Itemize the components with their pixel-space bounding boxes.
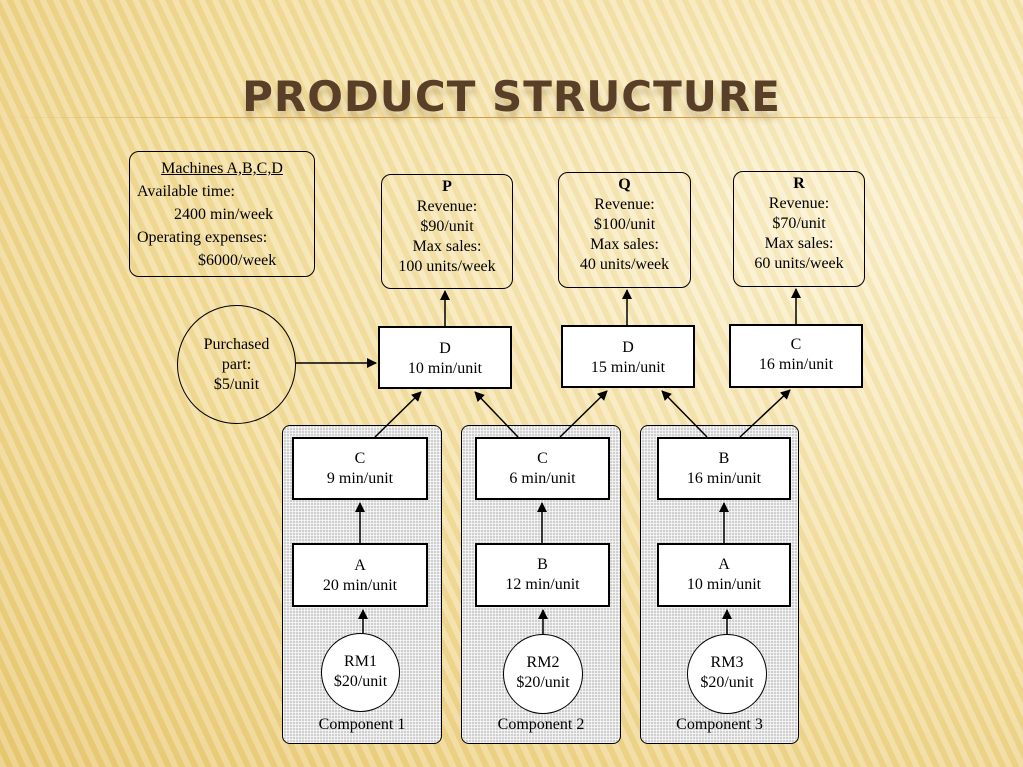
machine-label: C	[354, 450, 366, 467]
component-2-upper-box: C 6 min/unit	[475, 437, 610, 500]
purchased-label: Purchased	[203, 336, 270, 353]
product-r-box: R Revenue: $70/unit Max sales: 60 units/…	[733, 171, 865, 287]
machine-time: 12 min/unit	[505, 576, 580, 593]
machine-label: C	[537, 450, 548, 467]
revenue-label: Revenue:	[768, 195, 830, 212]
raw-material-cost: $20/unit	[700, 674, 754, 691]
machine-label: B	[718, 450, 730, 467]
max-sales-label: Max sales:	[590, 236, 659, 253]
revenue-value: $100/unit	[593, 216, 656, 233]
raw-material-name: RM1	[344, 653, 377, 670]
raw-material-cost: $20/unit	[516, 674, 570, 691]
component-2-label: Component 2	[497, 716, 585, 733]
raw-material-3-circle: RM3 $20/unit	[687, 634, 767, 714]
max-sales-label: Max sales:	[412, 238, 482, 255]
machines-heading: Machines A,B,C,D	[161, 160, 283, 177]
purchased-part-label: part:	[221, 356, 252, 373]
component-1-label: Component 1	[318, 716, 406, 733]
arrow-comp3-to-c	[739, 389, 791, 438]
arrow-comp2-to-dq	[559, 390, 608, 438]
operating-expenses-value: $6000/week	[198, 252, 277, 269]
assembly-box-p: D 10 min/unit	[378, 326, 512, 389]
purchased-cost: $5/unit	[213, 376, 260, 393]
assembly-box-q: D 15 min/unit	[561, 325, 695, 388]
arrow-comp3-to-dq	[661, 390, 708, 438]
product-p-box: P Revenue: $90/unit Max sales: 100 units…	[381, 174, 513, 289]
max-sales-label: Max sales:	[764, 235, 834, 252]
raw-material-2-circle: RM2 $20/unit	[503, 634, 583, 714]
assembly-box-r: C 16 min/unit	[729, 324, 863, 388]
machine-label: A	[354, 557, 366, 574]
revenue-value: $90/unit	[420, 218, 474, 235]
machine-time: 9 min/unit	[326, 470, 394, 487]
machine-label: C	[790, 336, 802, 353]
machine-time: 10 min/unit	[686, 576, 762, 593]
raw-material-cost: $20/unit	[333, 673, 388, 690]
machine-label: D	[622, 339, 634, 356]
raw-material-1-circle: RM1 $20/unit	[321, 633, 400, 712]
operating-expenses-label: Operating expenses:	[137, 229, 268, 246]
component-3-lower-box: A 10 min/unit	[657, 543, 791, 607]
max-sales-value: 40 units/week	[579, 256, 670, 273]
component-1-lower-box: A 20 min/unit	[292, 543, 428, 607]
machine-time: 16 min/unit	[686, 470, 762, 487]
max-sales-value: 60 units/week	[754, 255, 844, 272]
raw-material-name: RM3	[710, 654, 744, 671]
component-3-upper-box: B 16 min/unit	[657, 437, 791, 500]
available-time-value: 2400 min/week	[174, 206, 274, 223]
arrow-comp1-to-d	[374, 391, 422, 438]
machine-time: 16 min/unit	[758, 356, 834, 373]
revenue-label: Revenue:	[594, 196, 655, 213]
machines-info-box: Machines A,B,C,D Available time: 2400 mi…	[129, 151, 315, 277]
machine-time: 10 min/unit	[407, 360, 483, 377]
product-name: P	[442, 178, 452, 195]
product-q-box: Q Revenue: $100/unit Max sales: 40 units…	[558, 172, 691, 288]
available-time-label: Available time:	[137, 183, 235, 200]
machine-time: 20 min/unit	[322, 577, 398, 594]
product-name: R	[793, 175, 805, 192]
title-underline	[0, 117, 1023, 118]
revenue-label: Revenue:	[416, 198, 478, 215]
machine-time: 6 min/unit	[509, 470, 576, 487]
machine-label: A	[718, 556, 730, 573]
machine-label: D	[439, 340, 451, 357]
purchased-part-circle: Purchased part: $5/unit	[177, 305, 296, 424]
slide-title: PRODUCT STRUCTURE	[242, 72, 781, 121]
max-sales-value: 100 units/week	[398, 258, 496, 275]
component-3-label: Component 3	[676, 716, 763, 733]
component-2-lower-box: B 12 min/unit	[475, 543, 610, 607]
product-name: Q	[618, 176, 631, 193]
machine-time: 15 min/unit	[590, 359, 666, 376]
machine-label: B	[537, 556, 548, 573]
raw-material-name: RM2	[526, 654, 560, 671]
arrow-comp2-to-d	[474, 391, 519, 438]
revenue-value: $70/unit	[772, 215, 826, 232]
component-1-upper-box: C 9 min/unit	[292, 437, 428, 500]
